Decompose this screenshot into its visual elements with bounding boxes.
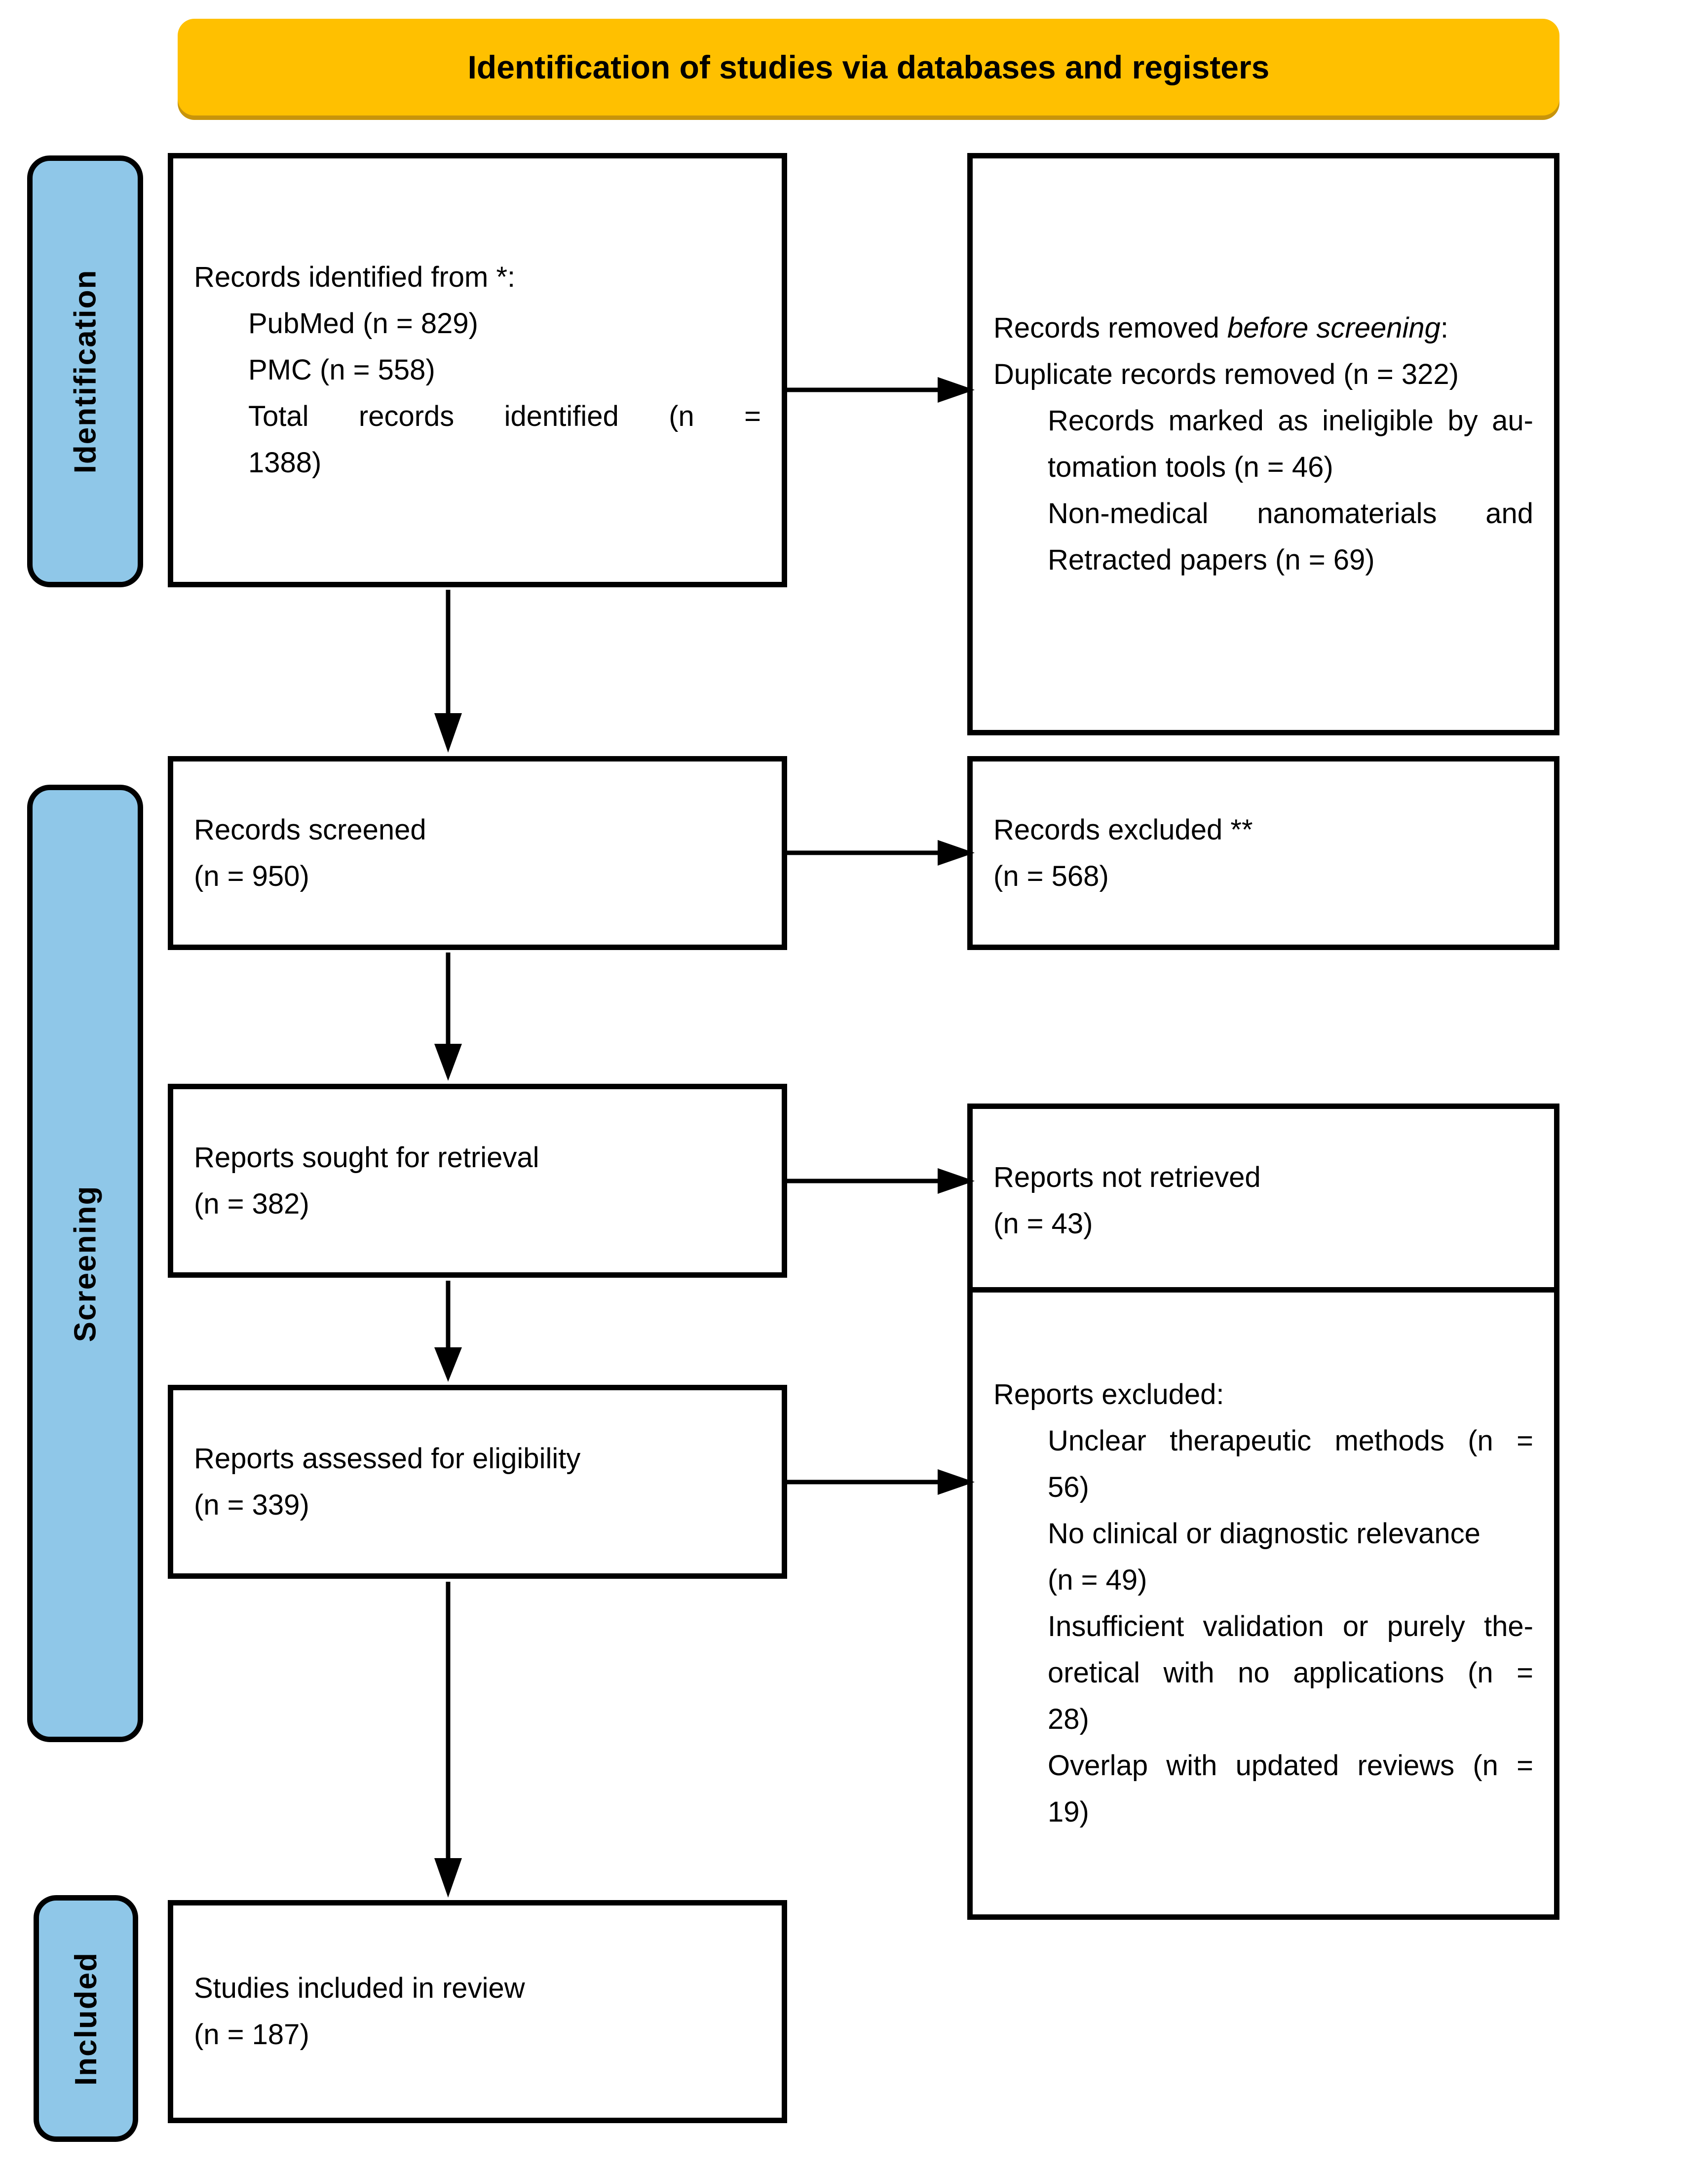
reports-assessed-count: (n = 339) bbox=[194, 1488, 309, 1521]
box-studies-included: Studies included in review (n = 187) bbox=[168, 1900, 787, 2123]
diagram-header-banner: Identification of studies via databases … bbox=[178, 19, 1559, 115]
arrow-right-screened-to-excluded bbox=[785, 839, 975, 867]
studies-included-label: Studies included in review bbox=[194, 1972, 525, 2005]
box-records-removed: Records removed before screening: Duplic… bbox=[967, 153, 1559, 735]
reports-excluded-insufficient-cont2: 28) bbox=[1048, 1703, 1089, 1735]
arrow-down-sought-to-assessed bbox=[432, 1281, 464, 1382]
records-screened-count: (n = 950) bbox=[194, 860, 309, 892]
records-removed-heading: Records removed before screening: bbox=[993, 312, 1449, 344]
page-title: Identification of studies via databases … bbox=[467, 49, 1270, 85]
reports-excluded-norelevance: No clinical or diagnostic relevance bbox=[1048, 1518, 1480, 1550]
records-identified-heading: Records identified from *: bbox=[194, 261, 516, 294]
records-excluded-label: Records excluded ** bbox=[993, 813, 1253, 846]
box-reports-assessed: Reports assessed for eligibility (n = 33… bbox=[168, 1385, 787, 1579]
stage-label-included-text: Included bbox=[69, 1951, 103, 2086]
reports-excluded-overlap-cont: 19) bbox=[1048, 1795, 1089, 1828]
reports-not-retrieved-count: (n = 43) bbox=[993, 1207, 1093, 1240]
reports-excluded-heading: Reports excluded: bbox=[993, 1378, 1224, 1411]
studies-included-count: (n = 187) bbox=[194, 2019, 309, 2051]
reports-assessed-label: Reports assessed for eligibility bbox=[194, 1442, 581, 1475]
records-screened-label: Records screened bbox=[194, 813, 426, 846]
records-removed-ineligible-cont: tomation tools (n = 46) bbox=[1048, 451, 1333, 483]
records-removed-retracted: Retracted papers (n = 69) bbox=[1048, 543, 1375, 576]
stage-label-screening: Screening bbox=[27, 785, 143, 1742]
arrow-down-assessed-to-included bbox=[432, 1582, 464, 1898]
stage-label-included: Included bbox=[34, 1895, 138, 2142]
arrow-right-sought-to-not-retrieved bbox=[785, 1167, 975, 1195]
reports-not-retrieved-label: Reports not retrieved bbox=[993, 1161, 1261, 1193]
stage-label-screening-text: Screening bbox=[68, 1185, 102, 1342]
reports-excluded-norelevance-cont: (n = 49) bbox=[1048, 1564, 1147, 1597]
stage-label-identification: Identification bbox=[27, 155, 143, 587]
reports-excluded-insufficient: Insufficient validation or purely the- bbox=[1048, 1610, 1533, 1642]
reports-sought-count: (n = 382) bbox=[194, 1187, 309, 1220]
arrow-right-identified-to-removed bbox=[785, 376, 975, 404]
records-removed-ineligible: Records marked as ineligible by au- bbox=[1048, 405, 1533, 437]
records-identified-pubmed: PubMed (n = 829) bbox=[248, 307, 478, 340]
records-excluded-count: (n = 568) bbox=[993, 860, 1109, 892]
box-records-screened: Records screened (n = 950) bbox=[168, 756, 787, 950]
reports-excluded-unclear-cont: 56) bbox=[1048, 1471, 1089, 1504]
records-removed-nonmedical: Non-medical nanomaterials and bbox=[1048, 497, 1533, 530]
reports-excluded-overlap: Overlap with updated reviews (n = bbox=[1048, 1749, 1533, 1782]
box-records-excluded: Records excluded ** (n = 568) bbox=[967, 756, 1559, 950]
records-identified-pmc: PMC (n = 558) bbox=[248, 354, 435, 386]
stage-label-identification-text: Identification bbox=[68, 269, 102, 474]
reports-sought-label: Reports sought for retrieval bbox=[194, 1141, 539, 1174]
box-reports-not-retrieved: Reports not retrieved (n = 43) bbox=[967, 1104, 1559, 1297]
records-identified-total-cont: 1388) bbox=[248, 446, 322, 479]
box-reports-excluded: Reports excluded: Unclear therapeutic me… bbox=[967, 1287, 1559, 1920]
arrow-right-assessed-to-excluded bbox=[785, 1468, 975, 1496]
reports-excluded-unclear: Unclear therapeutic methods (n = bbox=[1048, 1425, 1533, 1457]
records-removed-duplicates: Duplicate records removed (n = 322) bbox=[993, 358, 1459, 391]
records-identified-total: Total records identified (n = bbox=[248, 400, 761, 432]
reports-excluded-insufficient-cont: oretical with no applications (n = bbox=[1048, 1656, 1533, 1689]
box-reports-sought: Reports sought for retrieval (n = 382) bbox=[168, 1084, 787, 1278]
arrow-down-identified-to-screened bbox=[432, 590, 464, 753]
box-records-identified: Records identified from *: PubMed (n = 8… bbox=[168, 153, 787, 587]
arrow-down-screened-to-sought bbox=[432, 952, 464, 1081]
